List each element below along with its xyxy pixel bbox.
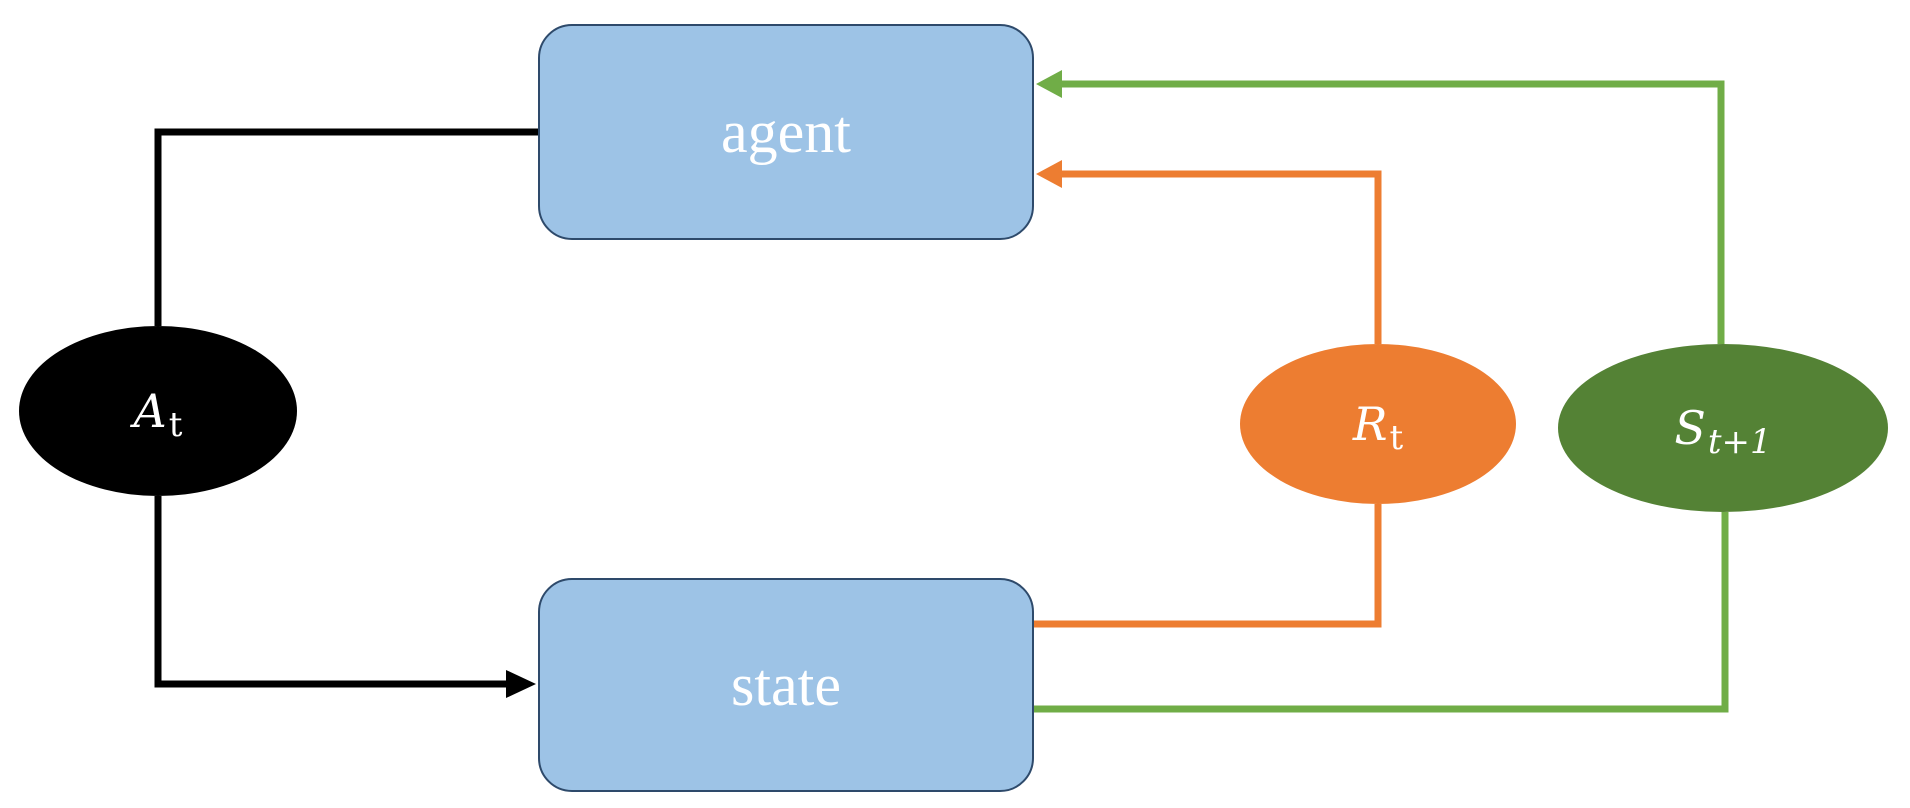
state-box: state bbox=[538, 578, 1034, 792]
agent-label: agent bbox=[721, 98, 851, 165]
reward-subscript: t bbox=[1389, 418, 1404, 458]
reward-symbol: R bbox=[1352, 397, 1388, 451]
action-symbol: A bbox=[133, 384, 167, 438]
action-line-lower bbox=[154, 496, 512, 688]
action-line-upper bbox=[154, 128, 538, 326]
next-state-arrowhead bbox=[1036, 70, 1062, 98]
reward-line-lower bbox=[1034, 504, 1382, 628]
state-label: state bbox=[731, 651, 841, 718]
next-state-symbol: S bbox=[1674, 401, 1706, 455]
action-subscript: t bbox=[168, 405, 183, 445]
reward-line-upper bbox=[1060, 170, 1382, 344]
next-state-line-lower bbox=[1034, 512, 1729, 713]
next-state-subscript: t+1 bbox=[1707, 422, 1772, 462]
action-arrowhead bbox=[506, 670, 536, 698]
next-state-line-upper bbox=[1060, 80, 1725, 344]
agent-box: agent bbox=[538, 24, 1034, 240]
reward-arrowhead bbox=[1036, 160, 1062, 188]
